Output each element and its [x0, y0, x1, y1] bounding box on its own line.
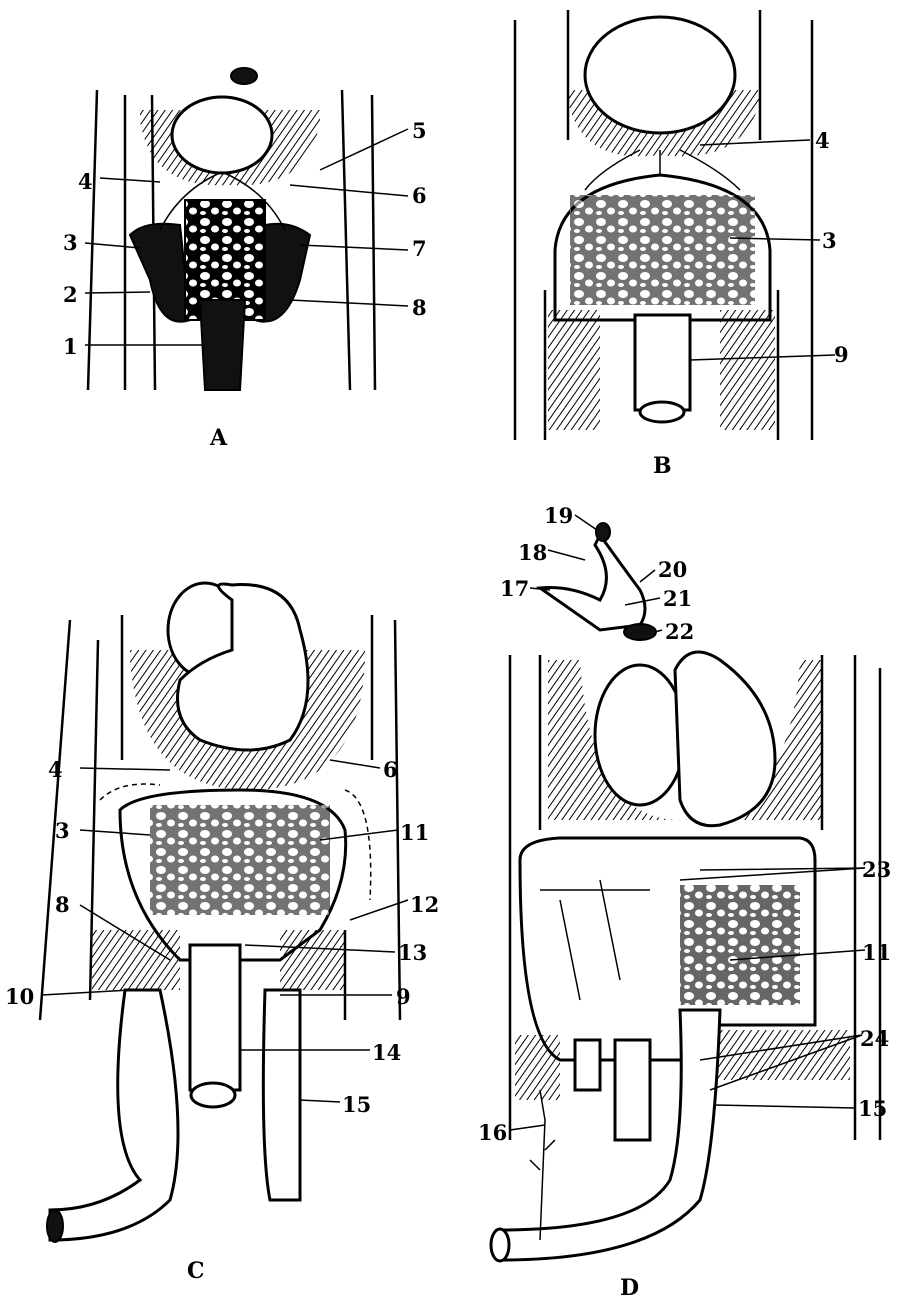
panel-c-leaders: [41, 759, 409, 1103]
label-c-8: 8: [55, 892, 70, 917]
panel-a-leaders: [84, 128, 409, 346]
label-c-15: 15: [342, 1092, 371, 1117]
label-a-6: 6: [412, 183, 427, 208]
label-d-15: 15: [858, 1096, 887, 1121]
caption-a: A: [209, 425, 228, 451]
label-d-20: 20: [658, 557, 687, 582]
caption-c: C: [187, 1258, 205, 1284]
label-d-22: 22: [665, 619, 694, 644]
label-d-23: 23: [862, 857, 891, 882]
label-c-3: 3: [55, 818, 70, 843]
label-c-6: 6: [383, 757, 398, 782]
label-d-24: 24: [860, 1026, 889, 1051]
label-d-16: 16: [478, 1120, 507, 1145]
label-c-12: 12: [410, 892, 439, 917]
label-c-11: 11: [400, 820, 429, 845]
label-c-9: 9: [396, 984, 411, 1009]
caption-b: B: [653, 453, 672, 479]
panel-d: [489, 522, 882, 1263]
label-c-13: 13: [398, 940, 427, 965]
label-d-18: 18: [518, 540, 547, 565]
label-a-5: 5: [412, 118, 427, 143]
label-d-21: 21: [663, 586, 692, 611]
panel-c: [38, 581, 402, 1243]
label-a-1: 1: [63, 334, 78, 359]
label-b-9: 9: [834, 342, 849, 367]
label-a-3: 3: [63, 230, 78, 255]
label-b-4: 4: [815, 128, 830, 153]
label-a-4: 4: [78, 169, 93, 194]
label-a-2: 2: [63, 282, 78, 307]
label-d-17: 17: [500, 576, 529, 601]
label-c-14: 14: [372, 1040, 401, 1065]
caption-d: D: [620, 1275, 639, 1299]
panel-d-leaders: [509, 514, 866, 1131]
label-d-11: 11: [862, 940, 891, 965]
label-a-7: 7: [412, 236, 427, 261]
label-c-4: 4: [48, 757, 63, 782]
label-a-8: 8: [412, 295, 427, 320]
label-d-19: 19: [544, 503, 573, 528]
panel-b: [513, 10, 814, 440]
panel-b-leaders: [689, 139, 836, 361]
panel-a: [86, 67, 377, 391]
label-c-10: 10: [5, 984, 34, 1009]
label-b-3: 3: [822, 228, 837, 253]
